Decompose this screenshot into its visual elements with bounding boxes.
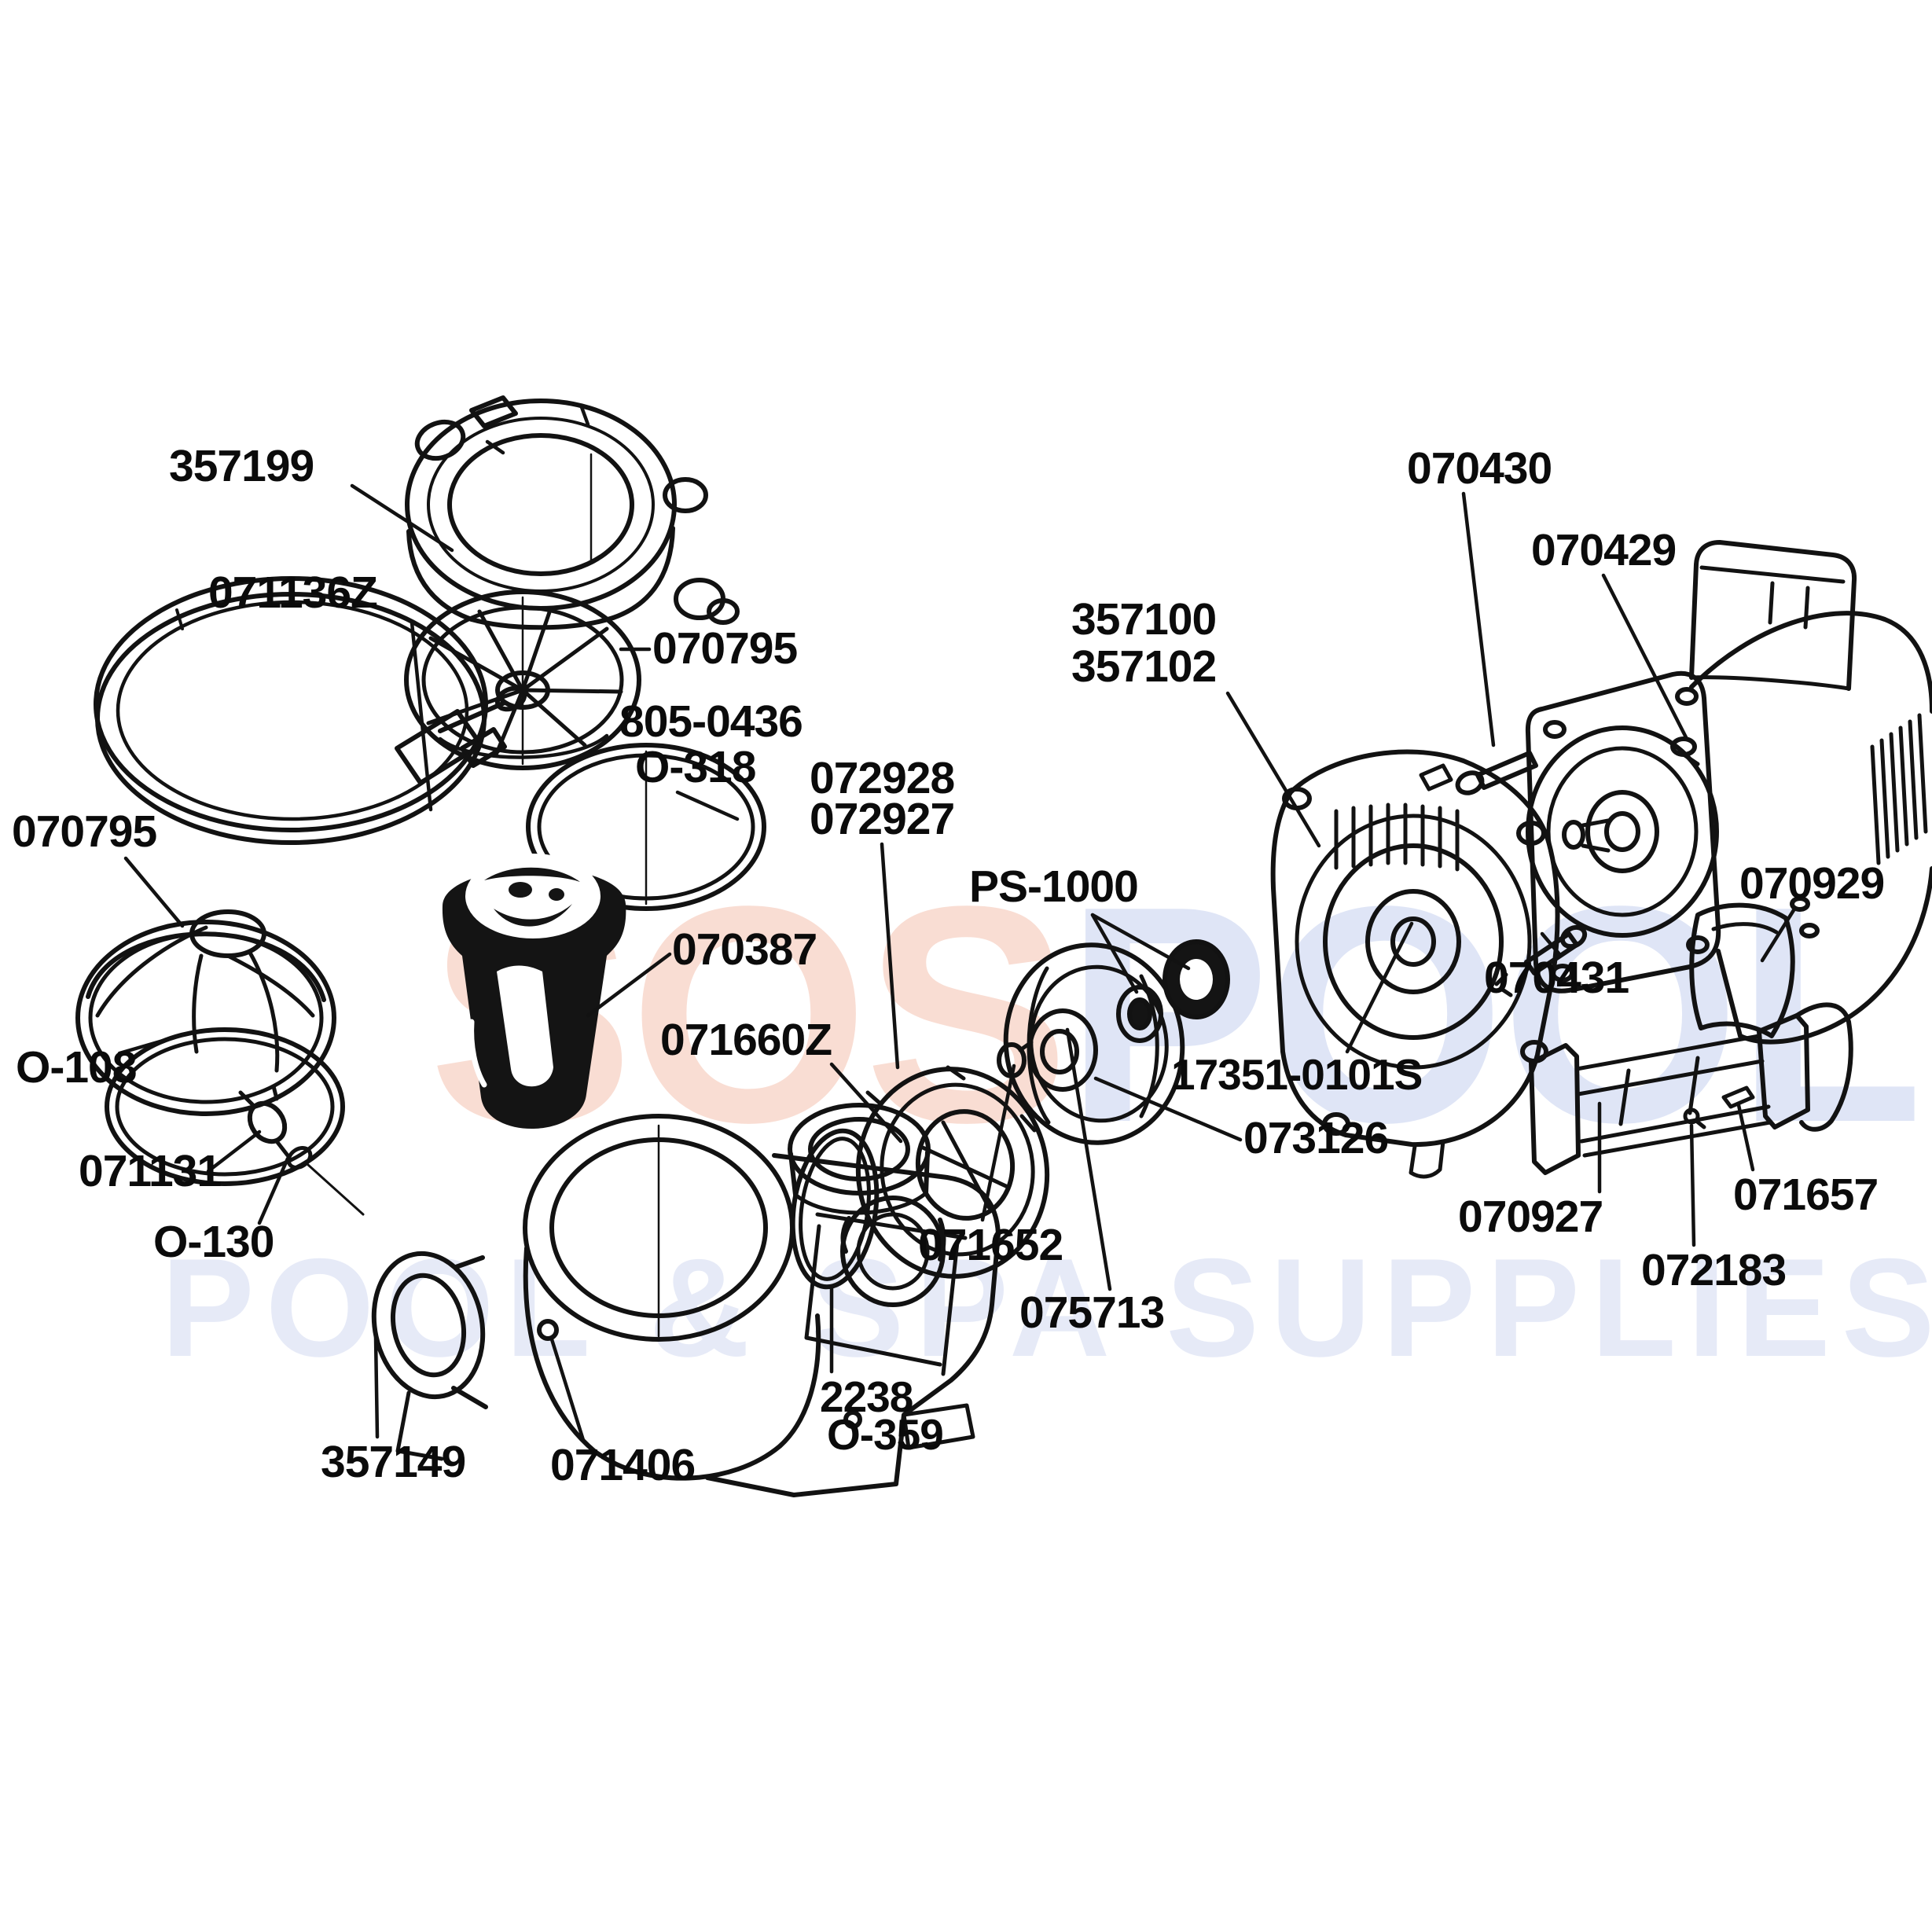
strainer-basket-top-drawing [404,590,641,770]
leader-line-070431 [1540,931,1562,957]
part-label-072927: 072927 [810,794,955,844]
leader-lines [117,483,1796,1442]
seal-plate-drawing [1270,749,1560,1179]
motor-bracket-pad-drawing [1689,902,1795,1038]
part-label-357199: 357199 [169,441,314,491]
diffuser-drawing [840,1065,1050,1307]
part-label-071657: 071657 [1733,1170,1879,1220]
leader-line-357199 [350,483,454,553]
leader-line-071652 [980,1063,1016,1222]
drain-plug-drawing [238,1084,365,1216]
part-label-O-130: O-130 [153,1217,274,1267]
leader-line-072183 [1689,1123,1696,1247]
strainer-dome-drawing [75,909,336,1116]
part-label-075713: 075713 [1019,1287,1165,1338]
leader-line-072927 [880,842,900,1070]
leader-line-070430 [1461,491,1496,747]
part-label-O-108: O-108 [16,1042,137,1093]
leader-line-17351-0101S [1345,921,1414,1054]
part-label-PS-1000: PS-1000 [969,861,1139,912]
leader-line-PS-1000 [1090,913,1191,971]
strainer-basket-drawing [442,854,626,1129]
part-label-070387: 070387 [672,924,817,975]
leader-line-073126 [1093,1076,1243,1142]
leader-line-071660Z [829,1062,903,1144]
part-label-070929: 070929 [1739,858,1885,909]
part-label-071652: 071652 [918,1220,1063,1270]
part-label-070429: 070429 [1531,525,1677,575]
band-clamp-drawing [94,576,527,845]
part-label-O-359: O-359 [827,1410,944,1459]
part-label-O-318: O-318 [635,742,756,792]
leader-line-PS-1000 [1090,913,1139,994]
pump-housing-drawing [371,1103,1001,1497]
part-label-071136Z: 071136Z [208,567,378,618]
part-label-070795-left: 070795 [12,806,157,857]
leader-line-070795-left [123,856,185,928]
motor-base-drawing [1529,1002,1853,1175]
part-label-357102: 357102 [1071,641,1217,692]
leader-line-O-108 [117,1037,171,1056]
lid-o-ring-drawing [526,743,766,911]
part-label-357149: 357149 [321,1437,466,1487]
part-label-073126: 073126 [1243,1113,1389,1163]
leader-line-070429 [1601,573,1689,741]
part-label-071131: 071131 [79,1146,222,1196]
leader-line-070387 [586,952,672,1018]
leader-line-071657 [1736,1103,1755,1172]
leader-line-071131 [206,1129,262,1174]
leader-line-O-318 [675,790,740,821]
part-label-072183: 072183 [1641,1245,1787,1295]
part-label-2238: 2238 [820,1372,913,1421]
watermark-line2: POOL & SPA SUPPLIES [161,1229,1932,1386]
leader-line-357100 [1225,691,1321,848]
leader-line-357149 [373,1335,380,1439]
dome-o-ring-drawing [105,1027,345,1186]
part-label-072928: 072928 [810,753,955,803]
base-bolt-drawing [1683,1085,1755,1129]
leader-line-O-130 [257,1156,290,1225]
part-label-805-0436: 805-0436 [619,696,803,747]
leader-line-071406 [549,1337,586,1442]
leader-line-070929 [1760,908,1796,963]
leader-line-075713 [1065,1027,1112,1291]
part-label-070431: 070431 [1484,953,1629,1003]
leader-line-071136Z [410,620,433,812]
part-label-071406: 071406 [550,1440,696,1490]
part-label-071660Z: 071660Z [660,1015,832,1065]
motor-bolts-drawing [1419,736,1700,997]
part-label-357100: 357100 [1071,594,1217,645]
part-label-070927: 070927 [1458,1192,1603,1242]
part-label-070795-right: 070795 [652,623,798,674]
part-label-070430: 070430 [1407,443,1552,494]
part-label-17351-0101S: 17351-0101S [1171,1050,1423,1099]
